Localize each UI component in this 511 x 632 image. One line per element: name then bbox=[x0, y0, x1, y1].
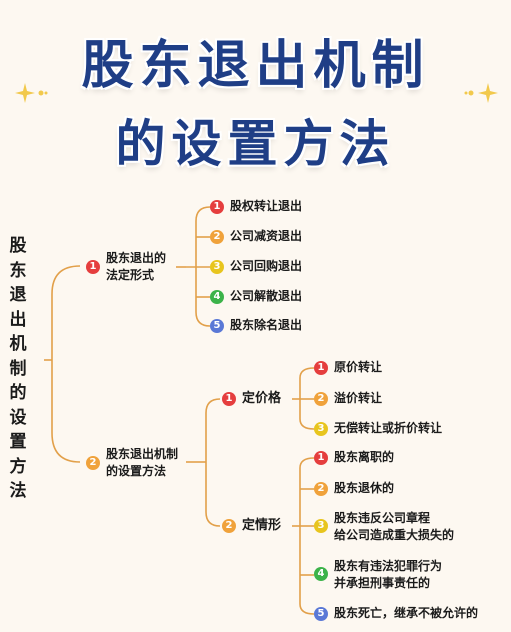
branch-2-label-line-1: 股东退出机制 bbox=[106, 447, 179, 461]
sub-2-label: 定情形 bbox=[242, 518, 282, 533]
item-badge: 3 bbox=[314, 519, 328, 533]
root-title: 股东退出机制的设置方法 bbox=[9, 236, 27, 501]
item-label: 原价转让 bbox=[334, 360, 383, 374]
item-badge: 5 bbox=[314, 606, 328, 621]
item-label: 股东死亡，继承不被允许的 bbox=[334, 606, 479, 620]
item-badge: 3 bbox=[210, 259, 224, 274]
item-badge: 5 bbox=[210, 318, 224, 333]
list-item: 3 股东违反公司章程 给公司造成重大损失的 bbox=[314, 510, 454, 544]
item-badge: 3 bbox=[314, 421, 328, 436]
list-item: 3 公司回购退出 bbox=[210, 258, 302, 275]
branch-setting-method: 2 股东退出机制 的设置方法 bbox=[86, 446, 178, 480]
item-label-line-2: 给公司造成重大损失的 bbox=[334, 528, 455, 542]
item-badge: 2 bbox=[210, 229, 224, 244]
branch-2-label-line-2: 的设置方法 bbox=[106, 464, 167, 478]
list-item: 2 公司减资退出 bbox=[210, 228, 302, 245]
sub-2-badge: 2 bbox=[222, 518, 236, 533]
item-badge: 1 bbox=[210, 199, 224, 214]
list-item: 1 股东离职的 bbox=[314, 449, 394, 466]
item-label-line-1: 股东违反公司章程 bbox=[334, 511, 431, 525]
list-item: 4 公司解散退出 bbox=[210, 288, 302, 305]
item-badge: 1 bbox=[314, 450, 328, 465]
item-badge: 4 bbox=[314, 567, 328, 581]
list-item: 2 溢价转让 bbox=[314, 390, 382, 407]
list-item: 1 股权转让退出 bbox=[210, 198, 302, 215]
list-item: 4 股东有违法犯罪行为 并承担刑事责任的 bbox=[314, 558, 442, 592]
title-line-1: 股东退出机制 bbox=[81, 36, 430, 96]
item-label: 股权转让退出 bbox=[230, 199, 303, 213]
item-label: 无偿转让或折价转让 bbox=[334, 421, 443, 435]
item-label: 股东离职的 bbox=[334, 450, 395, 464]
branch-2-badge: 2 bbox=[86, 456, 100, 470]
list-item: 2 股东退休的 bbox=[314, 480, 394, 497]
branch-1-label-line-2: 法定形式 bbox=[106, 268, 155, 282]
sub-1-label: 定价格 bbox=[242, 391, 282, 406]
sub-branch-circumstances: 2 定情形 bbox=[222, 517, 281, 534]
sub-branch-pricing: 1 定价格 bbox=[222, 390, 281, 407]
sparkle-left-icon bbox=[15, 83, 48, 103]
sparkle-right-icon bbox=[464, 83, 498, 103]
branch-legal-forms: 1 股东退出的 法定形式 bbox=[86, 250, 166, 284]
list-item: 1 原价转让 bbox=[314, 359, 382, 376]
item-badge: 2 bbox=[314, 481, 328, 496]
item-label: 股东除名退出 bbox=[230, 318, 303, 332]
item-badge: 1 bbox=[314, 360, 328, 375]
title-line-2: 的设置方法 bbox=[115, 115, 396, 173]
branch-1-label-line-1: 股东退出的 bbox=[106, 251, 167, 265]
branch-1-badge: 1 bbox=[86, 260, 100, 274]
item-label: 公司减资退出 bbox=[230, 229, 303, 243]
item-label: 公司回购退出 bbox=[230, 259, 303, 273]
item-label: 公司解散退出 bbox=[230, 289, 303, 303]
list-item: 5 股东除名退出 bbox=[210, 317, 302, 334]
sub-1-badge: 1 bbox=[222, 391, 236, 406]
item-badge: 4 bbox=[210, 289, 224, 304]
list-item: 5 股东死亡，继承不被允许的 bbox=[314, 605, 478, 622]
item-label-line-1: 股东有违法犯罪行为 bbox=[334, 559, 443, 573]
item-label-line-2: 并承担刑事责任的 bbox=[334, 576, 431, 590]
list-item: 3 无偿转让或折价转让 bbox=[314, 420, 442, 437]
item-label: 股东退休的 bbox=[334, 481, 395, 495]
item-label: 溢价转让 bbox=[334, 391, 383, 405]
item-badge: 2 bbox=[314, 391, 328, 406]
